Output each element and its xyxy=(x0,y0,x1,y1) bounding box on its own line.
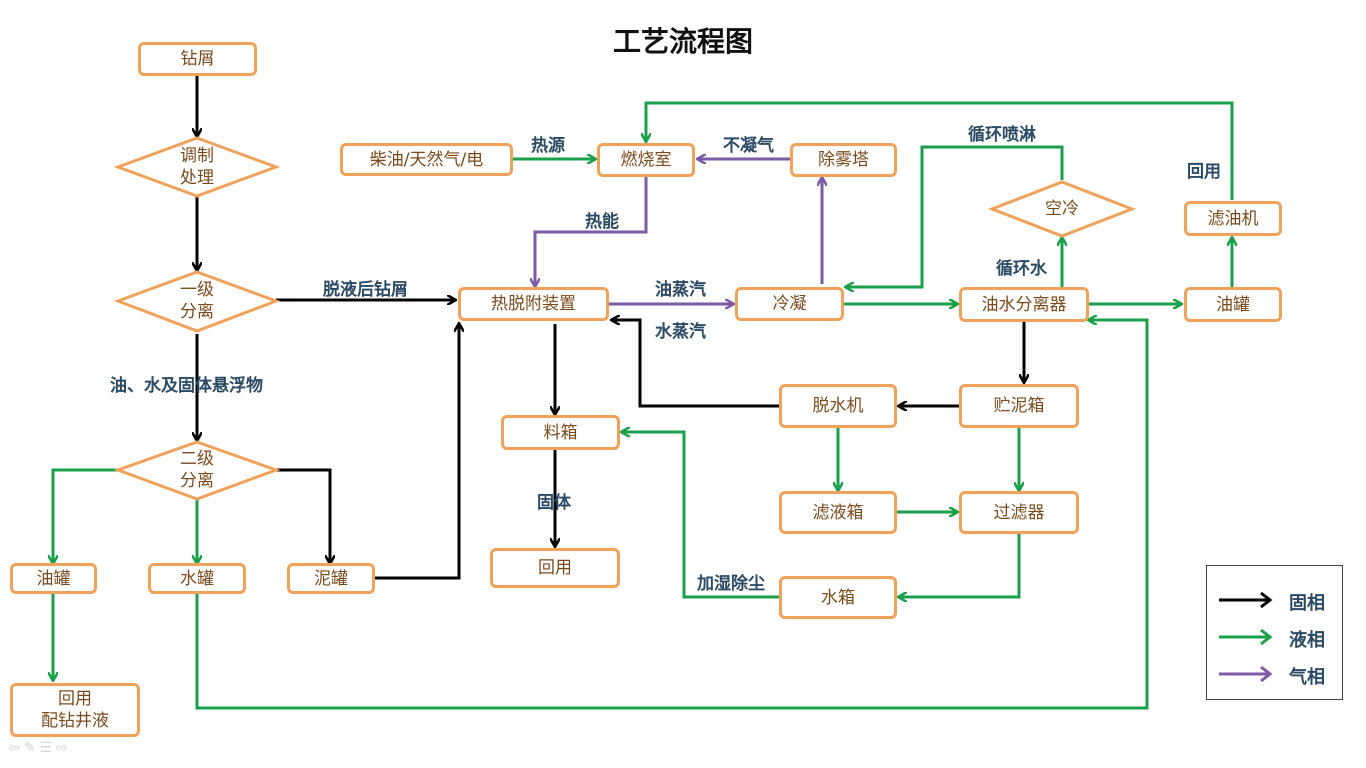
flow-oilfilter-to-combustion xyxy=(646,101,1234,200)
node-water-box: 水箱 xyxy=(779,576,897,619)
conditioning-text: 调制 处理 xyxy=(180,146,214,188)
node-filtrate-box: 滤液箱 xyxy=(779,491,897,534)
purple-arrow-icon xyxy=(1219,665,1273,683)
label-heat-source: 热源 xyxy=(531,136,565,156)
node-oil-water-separator: 油水分离器 xyxy=(959,287,1089,322)
prev-arrow-icon[interactable]: ⇦ xyxy=(8,740,24,756)
label-water-vapor: 水蒸汽 xyxy=(655,322,706,342)
node-oil-filter: 滤油机 xyxy=(1184,201,1282,236)
primary-separation-diamond xyxy=(113,270,281,333)
flow-combustion-to-desorption xyxy=(535,177,648,286)
primary-separation-text: 一级 分离 xyxy=(180,280,214,322)
green-arrow-icon xyxy=(1219,628,1273,646)
node-combustion-chamber: 燃烧室 xyxy=(597,143,695,177)
secondary-separation-text: 二级 分离 xyxy=(180,449,214,491)
node-water-tank: 水罐 xyxy=(148,563,246,594)
conditioning-diamond xyxy=(113,136,281,198)
next-arrow-icon[interactable]: ⇨ xyxy=(56,740,72,756)
menu-icon[interactable]: ☰ xyxy=(39,740,57,756)
node-filter: 过滤器 xyxy=(959,491,1079,534)
node-demister: 除雾塔 xyxy=(790,143,897,177)
node-material-box: 料箱 xyxy=(501,415,620,450)
legend-label-gas: 气相 xyxy=(1289,667,1325,688)
label-circulating-water: 循环水 xyxy=(996,259,1047,279)
label-humidify-dust: 加湿除尘 xyxy=(697,574,765,594)
legend-item-liquid: 液相 xyxy=(1207,623,1344,653)
label-after-deliquoring: 脱液后钻屑 xyxy=(323,280,408,300)
slideshow-nav[interactable]: ⇦✎☰⇨ xyxy=(8,740,72,756)
legend-label-liquid: 液相 xyxy=(1289,630,1325,651)
flow-aircooler-to-condenser xyxy=(846,145,1064,287)
air-cooler-text: 空冷 xyxy=(1045,199,1079,219)
flow-secondary-to-mudtank xyxy=(276,468,330,563)
node-mud-tank: 泥罐 xyxy=(287,563,375,594)
label-circulation-spray: 循环喷淋 xyxy=(968,125,1036,145)
node-oil-tank-right: 油罐 xyxy=(1184,287,1282,322)
air-cooler-diamond xyxy=(987,180,1137,238)
node-fuel: 柴油/天然气/电 xyxy=(340,143,513,176)
node-sludge-tank: 贮泥箱 xyxy=(959,384,1079,428)
flow-dehydrator-to-desorption xyxy=(612,320,779,408)
pen-icon[interactable]: ✎ xyxy=(23,740,40,756)
flow-filter-to-waterbox xyxy=(899,534,1021,597)
node-oil-tank-left: 油罐 xyxy=(10,563,97,594)
label-thermal-energy: 热能 xyxy=(585,212,619,232)
black-arrow-icon xyxy=(1219,591,1273,609)
flow-waterbox-to-materialbox xyxy=(622,432,779,599)
label-reuse: 回用 xyxy=(1187,162,1221,182)
label-oil-water-solids: 油、水及固体悬浮物 xyxy=(110,376,263,396)
node-reuse-drilling-fluid: 回用 配钻井液 xyxy=(10,683,140,737)
diagram-title: 工艺流程图 xyxy=(612,25,753,58)
flow-mudtank-to-desorption xyxy=(375,324,459,580)
flow-watertank-to-separator xyxy=(195,320,1149,710)
legend-item-gas: 气相 xyxy=(1207,660,1344,690)
node-thermal-desorption: 热脱附装置 xyxy=(458,287,609,321)
label-non-condensable: 不凝气 xyxy=(723,136,774,156)
legend: 固相 液相 气相 xyxy=(1206,565,1343,700)
label-solids: 固体 xyxy=(537,493,571,513)
node-condensation: 冷凝 xyxy=(735,287,844,321)
legend-item-solid: 固相 xyxy=(1207,586,1344,616)
node-reuse-solid: 回用 xyxy=(490,548,620,588)
legend-label-solid: 固相 xyxy=(1289,593,1325,614)
secondary-separation-diamond xyxy=(113,440,281,501)
flow-secondary-to-oiltank xyxy=(53,468,118,563)
reuse-drilling-fluid-text: 回用 配钻井液 xyxy=(41,689,109,731)
node-drill-cuttings: 钻屑 xyxy=(138,42,257,76)
label-oil-vapor: 油蒸汽 xyxy=(655,280,706,300)
node-dehydrator: 脱水机 xyxy=(779,384,897,428)
